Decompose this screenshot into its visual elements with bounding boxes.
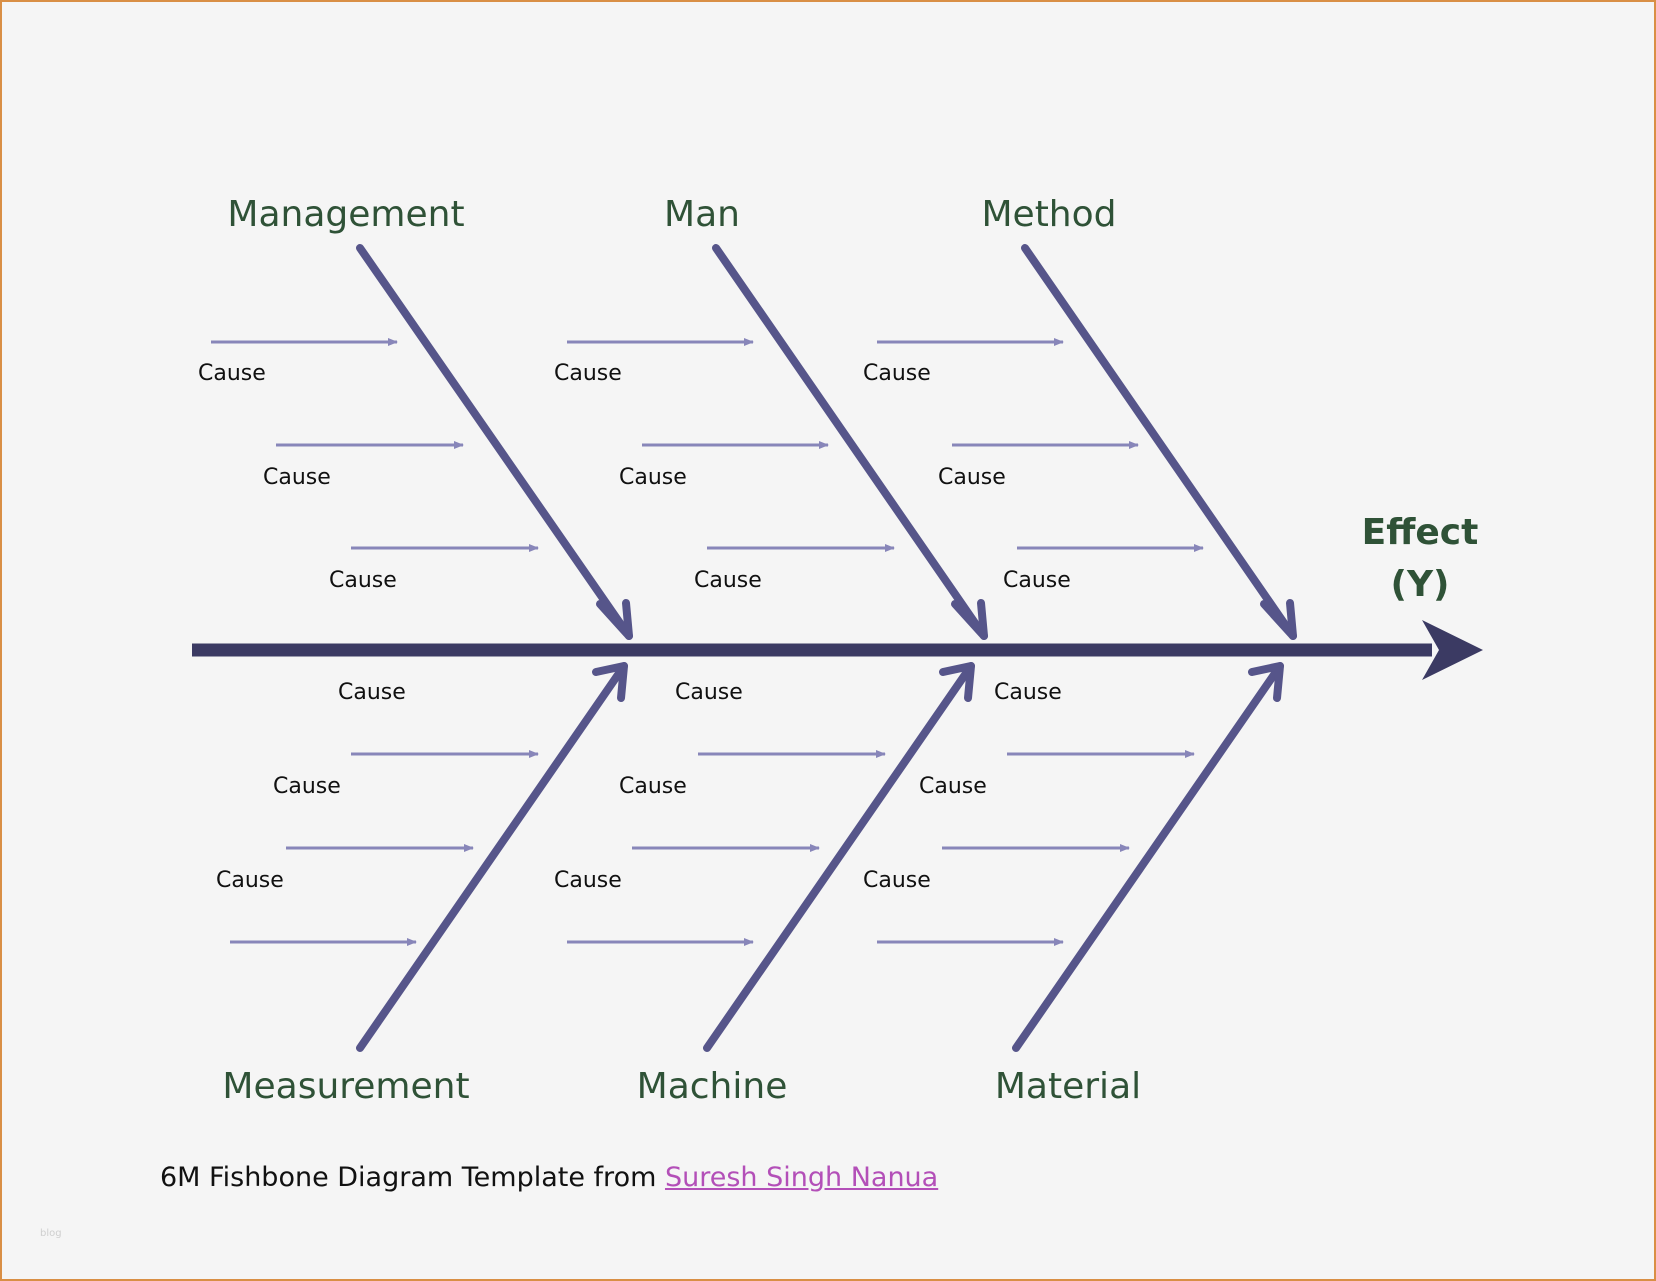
category-measurement: Measurement	[222, 1066, 469, 1107]
cause-label: Cause	[938, 465, 1006, 490]
cause-label: Cause	[263, 465, 331, 490]
category-machine: Machine	[637, 1066, 788, 1107]
cause-label: Cause	[554, 361, 622, 386]
bone-material-arrowhead	[1248, 662, 1284, 702]
cause-label: Cause	[675, 680, 743, 705]
bone-method-arrowhead	[1260, 599, 1297, 640]
category-man: Man	[664, 194, 740, 235]
cause-label: Cause	[216, 868, 284, 893]
category-material: Material	[995, 1066, 1141, 1107]
bone-method	[1021, 244, 1297, 640]
watermark: blog	[40, 1228, 62, 1239]
category-management: Management	[227, 194, 464, 235]
bone-material	[1012, 662, 1284, 1052]
cause-label: Cause	[273, 774, 341, 799]
cause-label: Cause	[694, 568, 762, 593]
cause-label: Cause	[994, 680, 1062, 705]
cause-label: Cause	[619, 774, 687, 799]
bone-management-arrowhead	[596, 599, 633, 640]
bone-man-arrowhead	[951, 599, 988, 640]
cause-label: Cause	[863, 361, 931, 386]
cause-label: Cause	[919, 774, 987, 799]
footer-credit: 6M Fishbone Diagram Template from Suresh…	[160, 1162, 938, 1193]
cause-label: Cause	[329, 568, 397, 593]
bone-measurement	[356, 662, 628, 1052]
effect-label-line1: Effect	[1362, 512, 1479, 553]
upper-cause-arrows	[211, 338, 1204, 552]
lower-cause-arrows	[230, 750, 1195, 946]
bone-measurement-arrowhead	[592, 662, 628, 702]
bone-machine	[703, 662, 975, 1052]
category-method: Method	[981, 194, 1116, 235]
cause-label: Cause	[619, 465, 687, 490]
cause-label: Cause	[1003, 568, 1071, 593]
spine-arrowhead	[1422, 620, 1483, 680]
cause-label: Cause	[554, 868, 622, 893]
author-link[interactable]: Suresh Singh Nanua	[664, 1162, 939, 1193]
effect-label-line2: (Y)	[1391, 564, 1450, 605]
bone-machine-arrowhead	[939, 662, 975, 702]
cause-label: Cause	[198, 361, 266, 386]
bone-man	[712, 244, 988, 640]
bone-management	[356, 244, 633, 640]
cause-label: Cause	[338, 680, 406, 705]
footer-text: 6M Fishbone Diagram Template from	[160, 1162, 657, 1193]
cause-label: Cause	[863, 868, 931, 893]
